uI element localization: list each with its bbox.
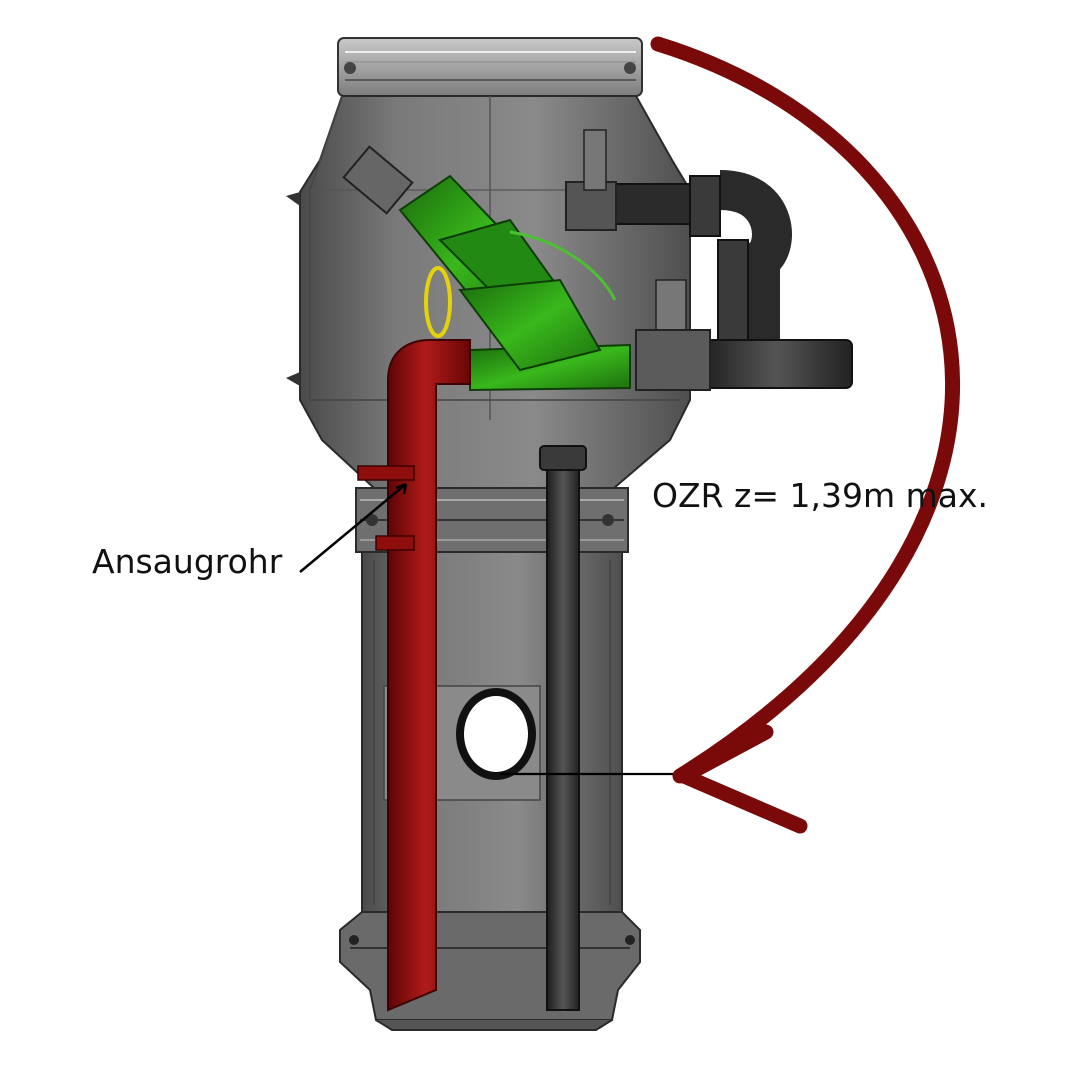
vertical-pipe xyxy=(539,445,587,1011)
green-valve xyxy=(342,145,631,392)
top-ring xyxy=(337,37,643,97)
outlet-pipe xyxy=(699,339,853,389)
pressure-pipework xyxy=(565,129,853,391)
intake-clamp-bottom xyxy=(375,535,415,551)
intake-leader-arrowhead xyxy=(395,482,408,495)
pressure-height-label: OZR z= 1,39m max. xyxy=(652,476,988,515)
curved-arrow-icon xyxy=(650,36,961,784)
intake-clamp-top xyxy=(357,465,415,481)
curved-arrow-head-icon xyxy=(676,724,808,834)
bottom-section xyxy=(339,911,641,1021)
intake-pipe-label: Ansaugrohr xyxy=(92,542,283,581)
intake-pipe xyxy=(357,339,471,1012)
intake-leader-line xyxy=(299,483,407,573)
